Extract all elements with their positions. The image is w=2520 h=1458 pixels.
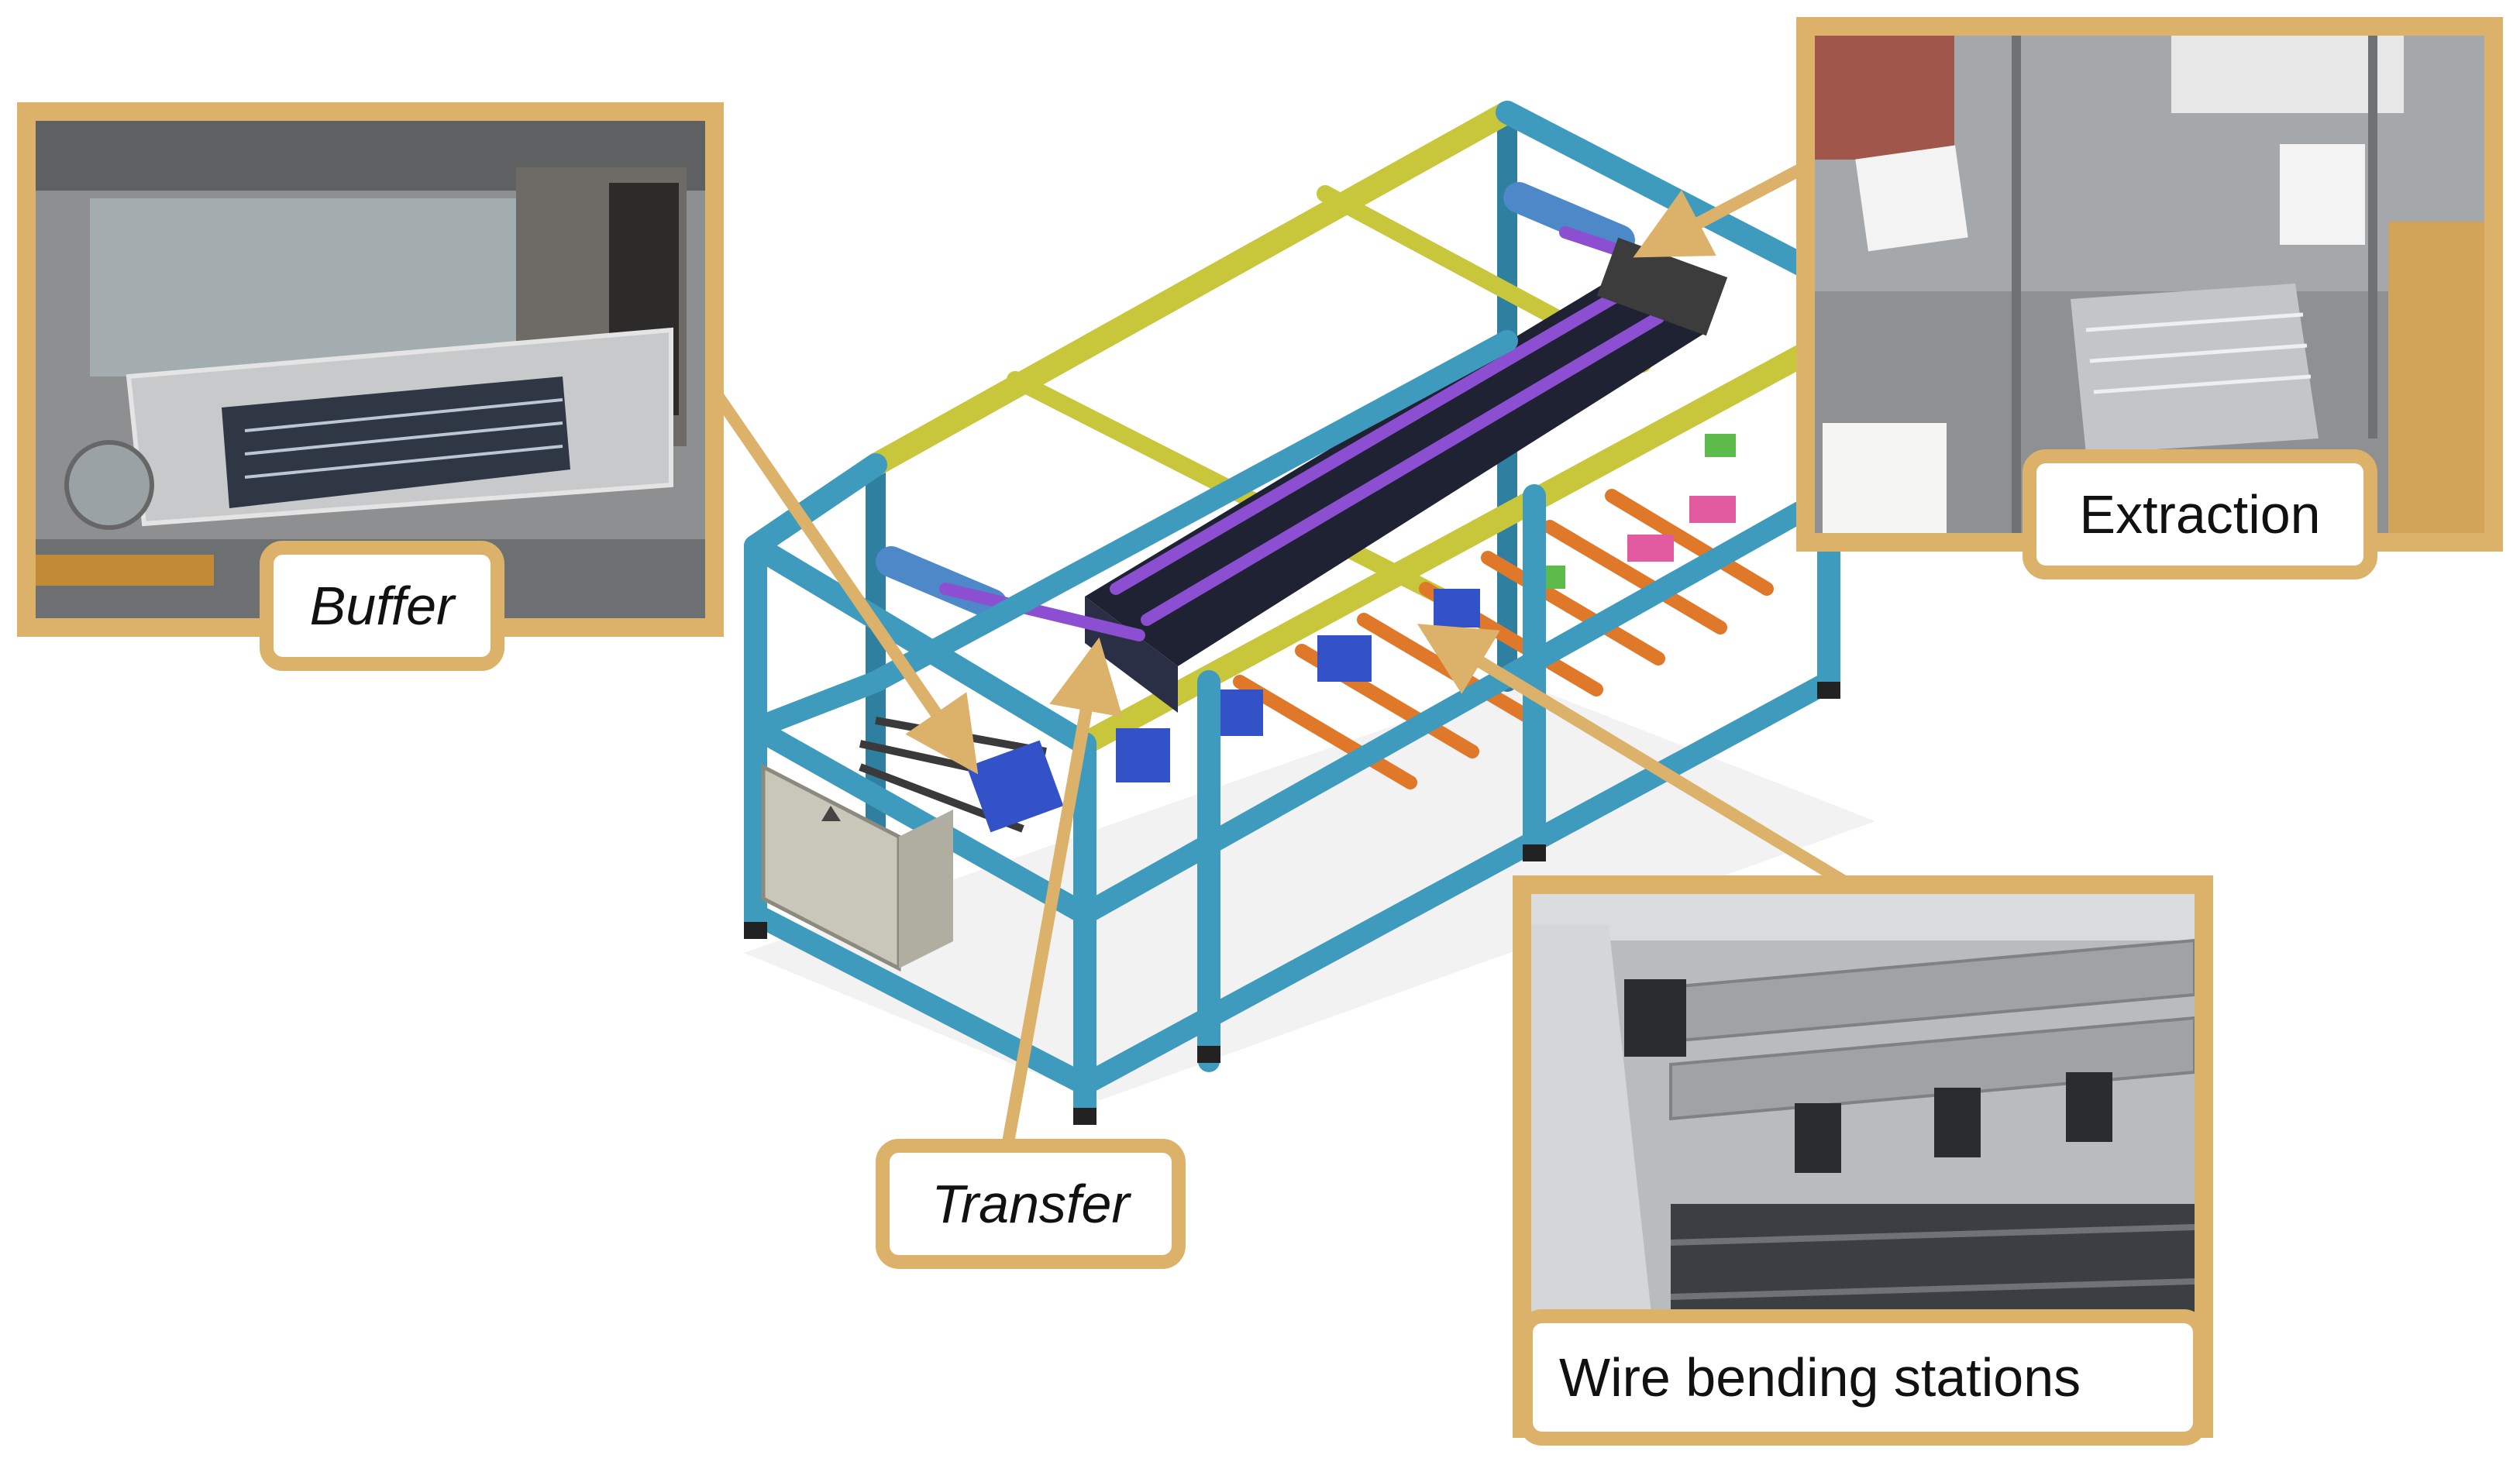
buffer-photo xyxy=(17,102,724,637)
extraction-photo xyxy=(1796,17,2503,552)
blue-fixtures xyxy=(1116,589,1480,782)
transfer-arrow xyxy=(1001,637,1123,1153)
machine-feet xyxy=(744,682,1840,1125)
extraction-label: Extraction xyxy=(2023,449,2377,579)
buffer-label: Buffer xyxy=(260,541,504,671)
pink-fixtures xyxy=(1627,496,1736,562)
wire-bending-arrow xyxy=(1417,624,1866,897)
wire-bending-label: Wire bending stations xyxy=(1519,1309,2207,1446)
purple-rails xyxy=(939,226,1665,641)
buffer-arrow xyxy=(695,366,979,775)
extraction-arrow xyxy=(1633,156,1819,258)
transfer-label: Transfer xyxy=(876,1139,1186,1269)
